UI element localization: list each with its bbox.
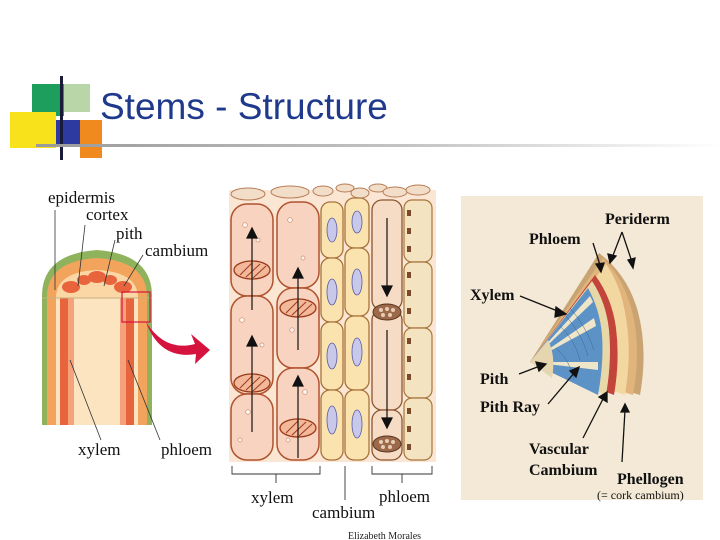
label-phloem-middle: phloem: [379, 487, 430, 506]
label-vascular: Vascular: [529, 441, 589, 458]
deco-block-orange: [80, 120, 102, 158]
label-periderm: Periderm: [605, 211, 671, 228]
label-epidermis: epidermis: [48, 188, 115, 207]
label-pith: pith: [116, 224, 143, 243]
deco-block-green: [32, 84, 64, 116]
label-cortex: cortex: [86, 205, 129, 224]
label-xylem-right: Xylem: [470, 287, 515, 304]
label-cork-note: (= cork cambium): [597, 488, 684, 502]
label-pith-right: Pith: [480, 371, 509, 388]
stem-longitudinal-diagram: epidermis cortex pith cambium xylem phlo…: [42, 188, 212, 459]
label-xylem-middle: xylem: [251, 488, 294, 507]
label-cambium-right: Cambium: [529, 462, 598, 479]
stem-cross-section-wedge: Periderm Phloem Xylem Pith Pith Ray Vasc…: [461, 196, 703, 502]
label-phloem: phloem: [161, 440, 212, 459]
cell-layers-diagram: xylem cambium phloem Elizabeth Morales: [229, 183, 436, 540]
title-underline: [36, 144, 720, 147]
deco-block-yellow: [10, 112, 56, 148]
label-phellogen: Phellogen: [617, 471, 684, 488]
label-xylem: xylem: [78, 440, 121, 459]
label-cambium-middle: cambium: [312, 503, 375, 522]
slide-title: Stems - Structure: [100, 86, 388, 127]
deco-block-lightgreen: [64, 84, 90, 112]
label-pith-ray: Pith Ray: [480, 399, 540, 416]
deco-vertical-line: [60, 76, 63, 160]
label-phloem-right: Phloem: [529, 231, 581, 248]
label-cambium: cambium: [145, 241, 208, 260]
credit-text: Elizabeth Morales: [348, 531, 421, 540]
